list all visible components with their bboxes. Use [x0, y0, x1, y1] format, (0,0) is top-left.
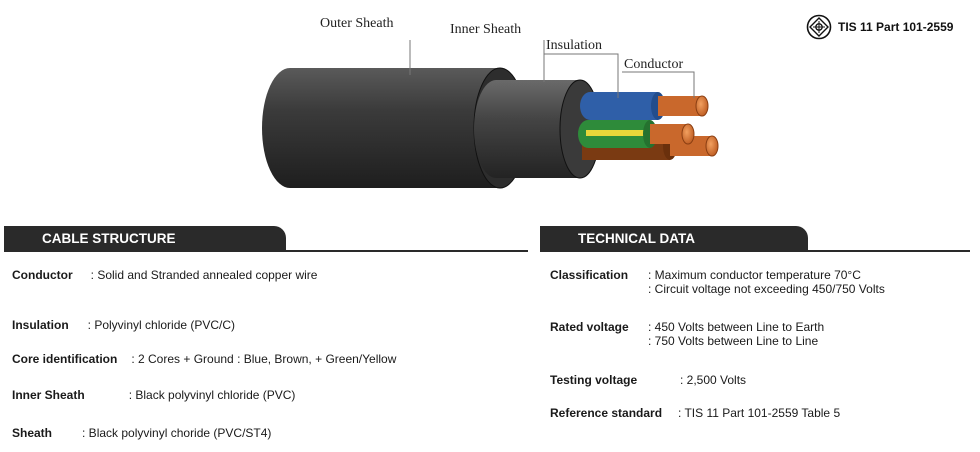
- classification-line-1: : Maximum conductor temperature 70°C: [648, 268, 861, 282]
- core-identification-row: Core identification : 2 Cores + Ground : …: [12, 352, 396, 366]
- technical-data-title: TECHNICAL DATA: [578, 231, 695, 246]
- standard-mark: TIS 11 Part 101-2559: [806, 14, 953, 40]
- inner-sheath-row-label: Inner Sheath: [12, 388, 85, 402]
- insulation-label: Insulation: [546, 38, 602, 53]
- rated-voltage-line-1: : 450 Volts between Line to Earth: [648, 320, 825, 334]
- outer-sheath-label: Outer Sheath: [320, 16, 394, 31]
- rated-voltage-values: : 450 Volts between Line to Earth : 750 …: [648, 320, 824, 348]
- classification-label: Classification: [550, 268, 629, 282]
- cable-structure-rule: [4, 250, 528, 252]
- technical-data-rule: [540, 250, 970, 252]
- classification-line-2: : Circuit voltage not exceeding 450/750 …: [648, 282, 885, 296]
- testing-voltage-label: Testing voltage: [550, 373, 638, 387]
- core-identification-row-value: : 2 Cores + Ground : Blue, Brown, + Gree…: [131, 352, 397, 366]
- insulation-row: Insulation : Polyvinyl chloride (PVC/C): [12, 318, 235, 332]
- reference-standard-value: : TIS 11 Part 101-2559 Table 5: [678, 406, 841, 420]
- reference-standard-label: Reference standard: [550, 406, 663, 420]
- cable-structure-header: CABLE STRUCTURE: [4, 226, 286, 252]
- cable-illustration: [262, 40, 719, 189]
- standard-mark-text: TIS 11 Part 101-2559: [838, 20, 954, 34]
- classification-values: : Maximum conductor temperature 70°C : C…: [648, 268, 885, 296]
- sheath-row: Sheath : Black polyvinyl choride (PVC/ST4…: [12, 426, 271, 440]
- cable-structure-title: CABLE STRUCTURE: [42, 231, 176, 246]
- conductor-row-value: : Solid and Stranded annealed copper wir…: [90, 268, 318, 282]
- insulation-row-value: : Polyvinyl chloride (PVC/C): [87, 318, 236, 332]
- sheath-row-label: Sheath: [12, 426, 53, 440]
- inner-sheath-row-value: : Black polyvinyl chloride (PVC): [128, 388, 296, 402]
- core-identification-row-label: Core identification: [12, 352, 118, 366]
- inner-sheath-row: Inner Sheath : Black polyvinyl chloride (…: [12, 388, 295, 402]
- conductor-label: Conductor: [624, 57, 684, 72]
- tis-certification-mark-icon: [806, 14, 832, 40]
- conductor-row-label: Conductor: [12, 268, 73, 282]
- callout-lines: [409, 40, 695, 98]
- rated-voltage-line-2: : 750 Volts between Line to Line: [648, 334, 819, 348]
- testing-voltage-value: : 2,500 Volts: [680, 373, 747, 387]
- insulation-row-label: Insulation: [12, 318, 69, 332]
- conductor-row: Conductor : Solid and Stranded annealed c…: [12, 268, 317, 282]
- inner-sheath-label: Inner Sheath: [450, 22, 522, 37]
- blue-core: [580, 92, 709, 120]
- rated-voltage-label: Rated voltage: [550, 320, 629, 334]
- technical-data-header: TECHNICAL DATA: [540, 226, 808, 252]
- sheath-row-value: : Black polyvinyl choride (PVC/ST4): [82, 426, 272, 440]
- green-yellow-core: [578, 120, 695, 148]
